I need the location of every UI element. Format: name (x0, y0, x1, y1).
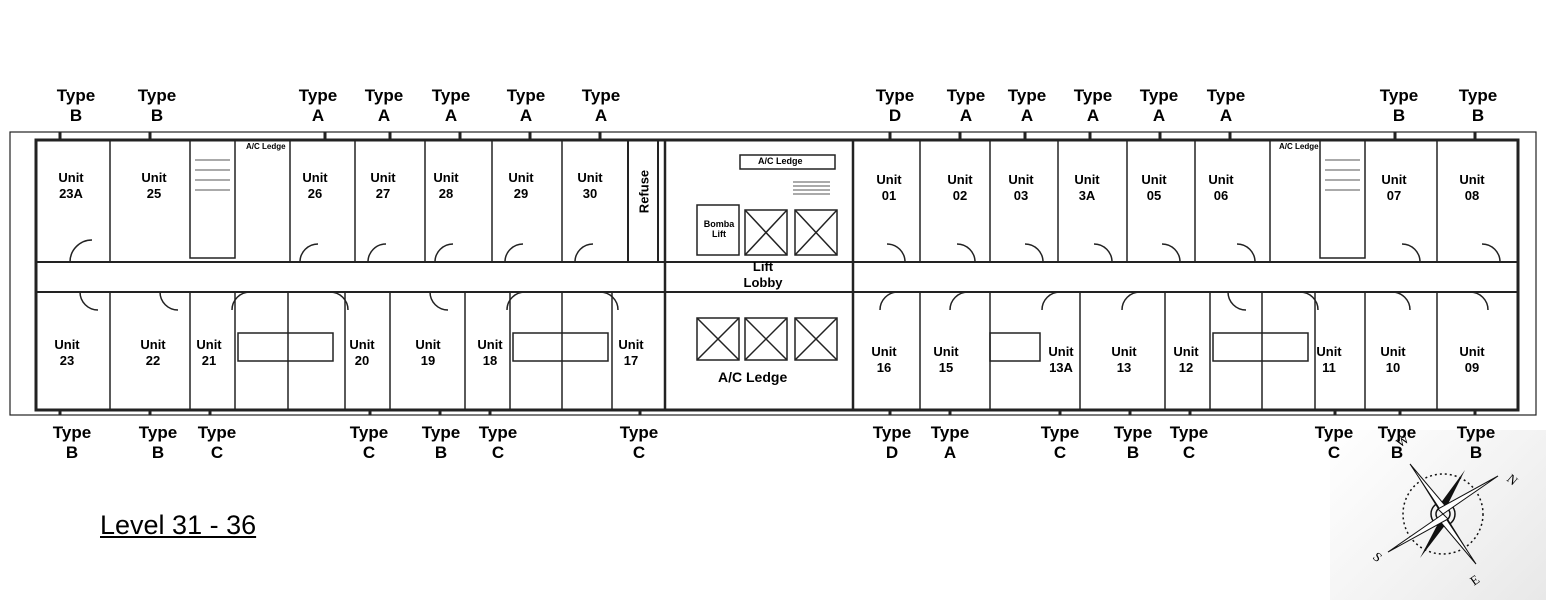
compass-letter-s: S (1370, 549, 1385, 565)
lift-shaft-5 (794, 317, 838, 361)
refuse-room (627, 139, 659, 263)
ac-ledge-label-right: A/C Ledge (1279, 142, 1319, 151)
lift-shaft-4 (744, 317, 788, 361)
ac-ledge-label-core-top: A/C Ledge (758, 156, 803, 166)
building-outline (9, 131, 1537, 416)
lift-shaft-2 (794, 209, 838, 256)
ac-ledge-label-core-bottom: A/C Ledge (718, 369, 788, 385)
compass-letter-e: E (1467, 572, 1482, 589)
compass-background (1330, 430, 1546, 600)
lift-lobby-label: Lift Lobby (743, 259, 783, 290)
stair-left (189, 139, 236, 259)
lift-shaft-1 (744, 209, 788, 256)
level-title: Level 31 - 36 (100, 510, 257, 540)
stair-right (1319, 139, 1366, 259)
refuse-label: Refuse (636, 169, 652, 214)
bomba-lift-label: Bomba Lift (703, 219, 735, 239)
lift-core (663, 138, 855, 412)
compass-letter-n: N (1504, 471, 1520, 489)
lift-shaft-3 (696, 317, 740, 361)
compass-rose-icon: W N S E (1370, 431, 1520, 589)
ac-ledge-label-left: A/C Ledge (246, 142, 286, 151)
bomba-lift-shaft (696, 204, 740, 256)
